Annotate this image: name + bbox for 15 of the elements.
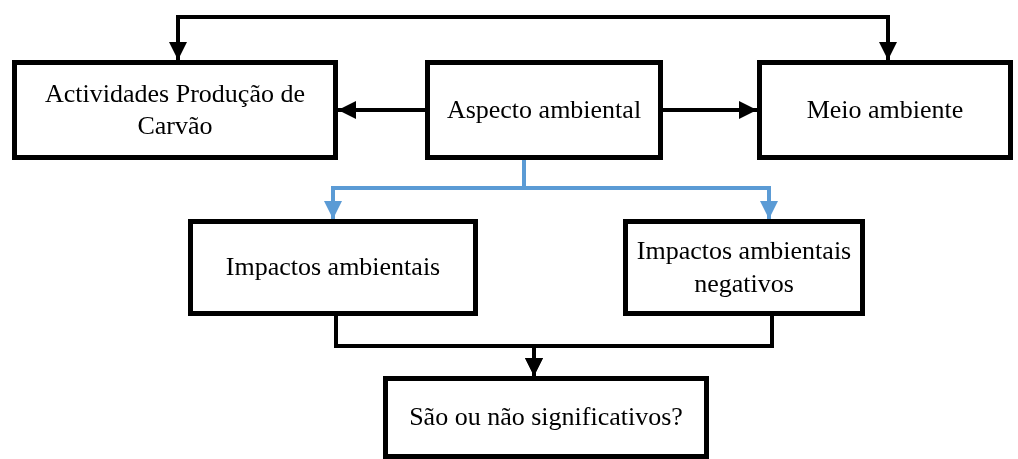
- process-box: [623, 219, 865, 316]
- arrow: [338, 101, 425, 119]
- box-label: Impactos ambientais negativos: [635, 235, 853, 300]
- process-box: [12, 60, 338, 160]
- process-box: [188, 219, 478, 316]
- box-label: Aspecto ambiental: [446, 93, 642, 126]
- box-label: São ou não significativos?: [409, 401, 683, 434]
- arrow: [663, 101, 757, 119]
- box-label: Meio ambiente: [806, 93, 964, 126]
- process-box: [425, 60, 663, 160]
- box-label: Impactos ambientais: [225, 251, 441, 284]
- process-box: [757, 60, 1013, 160]
- box-label: Actividades Produção de Carvão: [44, 77, 306, 142]
- process-box: [383, 376, 709, 459]
- arrow: [169, 15, 897, 60]
